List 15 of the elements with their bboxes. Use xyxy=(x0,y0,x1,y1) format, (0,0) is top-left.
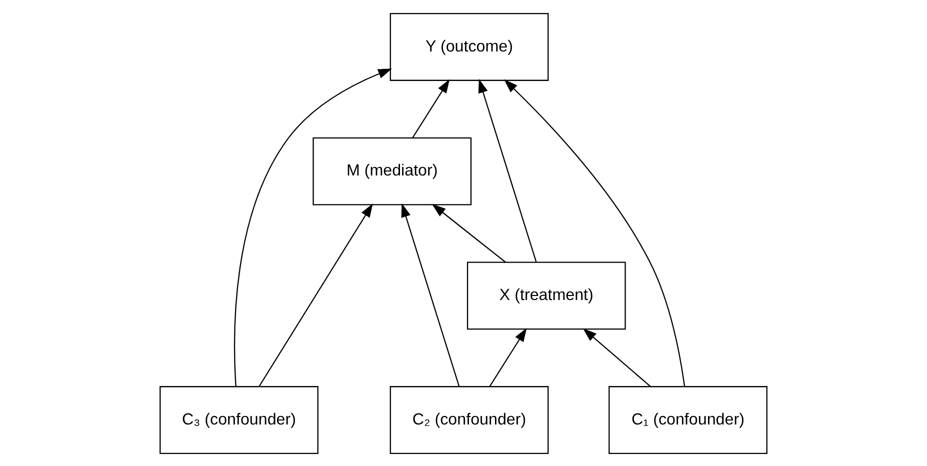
node-box: X (treatment) xyxy=(466,261,626,330)
node-box: C₁ (confounder) xyxy=(608,386,768,454)
arrow xyxy=(504,78,686,386)
node-box: Y (outcome) xyxy=(390,12,549,80)
arrow xyxy=(412,78,450,138)
node-box: C₃ (confounder) xyxy=(160,386,318,454)
arrow xyxy=(582,328,651,386)
arrow xyxy=(478,78,537,262)
arrow xyxy=(258,202,373,386)
arrow xyxy=(432,203,506,262)
node-box: C₂ (confounder) xyxy=(390,386,549,454)
node-box: M (mediator) xyxy=(312,136,472,205)
arrow xyxy=(401,202,460,386)
arrow xyxy=(234,68,392,386)
arrow xyxy=(489,327,527,386)
